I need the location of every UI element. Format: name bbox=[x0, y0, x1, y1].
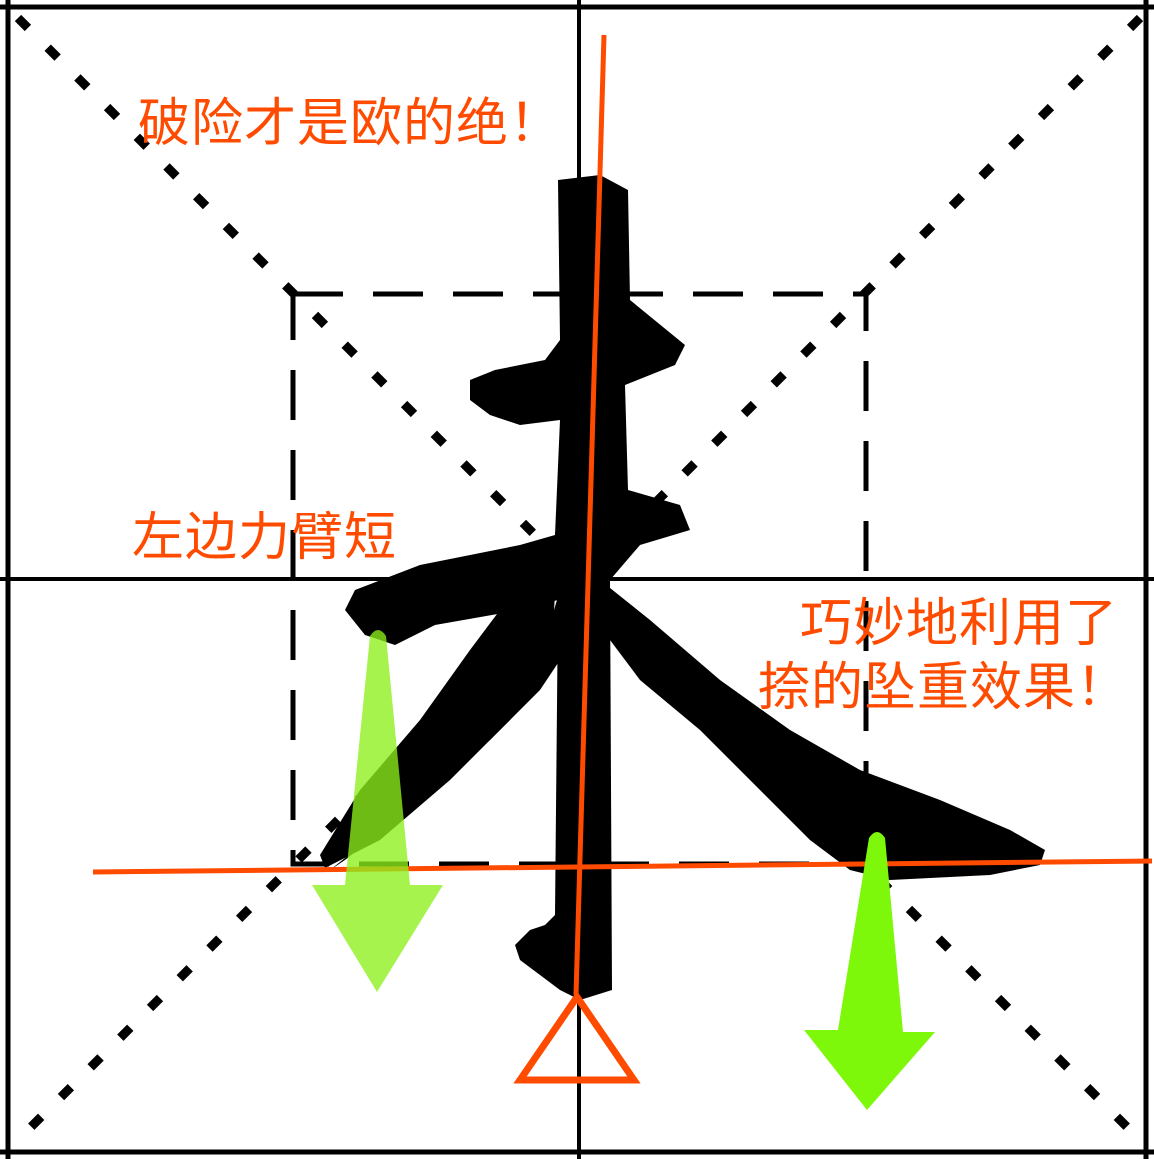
annotation-left-arm: 左边力臂短 bbox=[132, 508, 398, 568]
triangle-fulcrum-icon bbox=[513, 990, 641, 1084]
annotation-right-line2: 捺的坠重效果！ bbox=[758, 658, 1130, 718]
central-axis-line bbox=[573, 34, 607, 996]
grid-diagonals bbox=[14, 14, 1144, 1144]
character-mu bbox=[315, 175, 1045, 1000]
down-arrow-icon bbox=[312, 630, 443, 992]
annotation-right-line1: 巧妙地利用了 bbox=[800, 594, 1119, 654]
down-arrow-icon bbox=[804, 832, 935, 1110]
balance-guides bbox=[92, 34, 1153, 996]
annotation-top: 破险才是欧的绝！ bbox=[138, 94, 563, 154]
horizontal-balance-line bbox=[92, 858, 1153, 875]
